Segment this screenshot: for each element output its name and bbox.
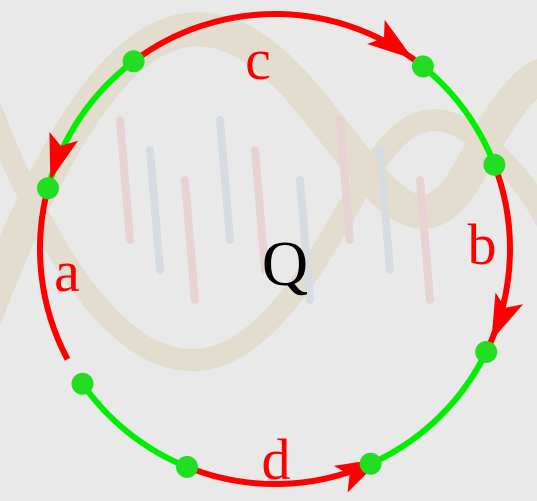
circle-node xyxy=(71,372,94,395)
circle-node xyxy=(122,50,145,73)
circle-node xyxy=(483,153,506,176)
helix-rung xyxy=(336,116,354,244)
helix-rung xyxy=(251,146,269,274)
green-arc-bottom-left xyxy=(80,382,189,470)
center-label: Q xyxy=(262,228,308,299)
arc-d-label: d xyxy=(262,427,291,492)
circle-node xyxy=(411,55,434,78)
arrow-b-head xyxy=(491,292,524,341)
red-arc-a xyxy=(37,187,71,361)
helix-rung xyxy=(146,146,164,274)
green-arc-top-right xyxy=(421,64,498,166)
circle-node xyxy=(359,452,382,475)
arrow-c-head xyxy=(367,19,414,59)
arrow-a-head xyxy=(49,131,79,181)
helix-rung xyxy=(116,116,134,244)
helix-rung xyxy=(216,116,234,244)
helix-rung xyxy=(296,176,314,304)
helix-rung xyxy=(416,176,434,304)
green-arc-bottom-right xyxy=(369,350,489,467)
arc-b-label: b xyxy=(468,212,497,277)
arc-c-label: c xyxy=(245,27,271,92)
circle-node xyxy=(37,177,59,200)
circle-nodes xyxy=(37,50,506,478)
circle-node xyxy=(176,455,198,478)
circle-node xyxy=(475,341,498,363)
arc-a-label: a xyxy=(54,239,80,304)
helix-rung xyxy=(376,146,394,274)
arrowheads xyxy=(49,19,524,493)
helix-rung xyxy=(181,176,199,304)
